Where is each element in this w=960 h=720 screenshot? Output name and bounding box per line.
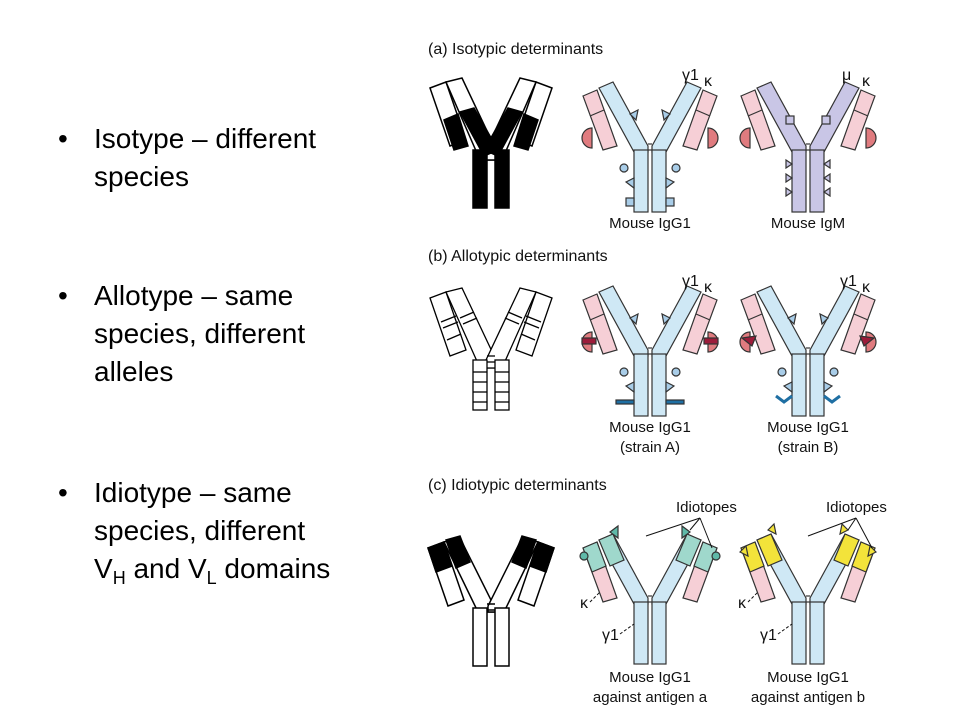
gamma1-side-label: γ1 — [602, 627, 619, 644]
bullet-line: species — [94, 161, 189, 192]
caption-antigen-a: against antigen a — [593, 689, 708, 706]
kappa-pointer — [589, 591, 601, 603]
antibody-generic-allotype — [429, 287, 553, 411]
panel-c-title: (c) Idiotypic determinants — [428, 477, 607, 494]
idiotopes-label: Idiotopes — [676, 499, 737, 516]
idiotopes-pointer-lines — [645, 517, 713, 549]
kappa-side-label: κ — [580, 595, 589, 612]
caption-igg1-antigen-a: Mouse IgG1 — [609, 669, 691, 686]
chain-label-gamma1: γ1 — [682, 273, 699, 290]
chain-label-gamma1: γ1 — [840, 273, 857, 290]
caption-strain-a: (strain A) — [620, 439, 680, 456]
antibody-igg1-antigen-b — [738, 522, 878, 665]
caption-antigen-b: against antigen b — [751, 689, 865, 706]
panel-a: (a) Isotypic determinants — [428, 41, 877, 232]
chain-label-kappa: κ — [862, 279, 871, 296]
antibody-generic-idiotype — [427, 535, 555, 667]
antibody-mouse-igm — [739, 81, 877, 213]
antibody-mouse-igg1-a — [581, 81, 719, 213]
panel-a-title: (a) Isotypic determinants — [428, 41, 603, 58]
bullet-line: Idiotype – same — [94, 477, 292, 508]
bullet-line: Isotype – different — [94, 123, 317, 154]
kappa-pointer — [747, 591, 759, 603]
bullet-line: species, different — [94, 515, 306, 546]
antibody-igg1-strain-a — [581, 285, 719, 417]
chain-label-gamma1: γ1 — [682, 67, 699, 84]
bullet-line: species, different — [94, 318, 306, 349]
caption-igg1-antigen-b: Mouse IgG1 — [767, 669, 849, 686]
caption-igg1-strain-a: Mouse IgG1 — [609, 419, 691, 436]
gamma1-pointer — [619, 623, 635, 635]
caption-mouse-igm: Mouse IgM — [771, 215, 845, 232]
bullet-dot: • — [58, 280, 68, 311]
panel-c: (c) Idiotypic determinants — [427, 477, 887, 706]
caption-strain-b: (strain B) — [778, 439, 839, 456]
bullet-line: alleles — [94, 356, 174, 387]
chain-label-mu: μ — [842, 67, 851, 84]
idiotopes-pointer-lines — [807, 517, 873, 549]
caption-igg1-strain-b: Mouse IgG1 — [767, 419, 849, 436]
bullet-line-domains: VH and VL domains — [94, 553, 331, 588]
panel-b-title: (b) Allotypic determinants — [428, 248, 608, 265]
kappa-side-label: κ — [738, 595, 747, 612]
chain-label-kappa: κ — [704, 279, 713, 296]
idiotopes-label: Idiotopes — [826, 499, 887, 516]
antibody-igg1-antigen-a — [579, 524, 721, 665]
gamma1-side-label: γ1 — [760, 627, 777, 644]
bullet-line: Allotype – same — [94, 280, 294, 311]
bullet-dot: • — [58, 123, 68, 154]
gamma1-pointer — [777, 623, 793, 635]
caption-mouse-igg1: Mouse IgG1 — [609, 215, 691, 232]
panel-b: (b) Allotypic determinants — [428, 248, 877, 456]
antibody-igg1-strain-b — [739, 285, 877, 417]
chain-label-kappa: κ — [704, 73, 713, 90]
bullet-dot: • — [58, 477, 68, 508]
chain-label-kappa: κ — [862, 73, 871, 90]
antibody-generic-isotype — [429, 77, 553, 209]
